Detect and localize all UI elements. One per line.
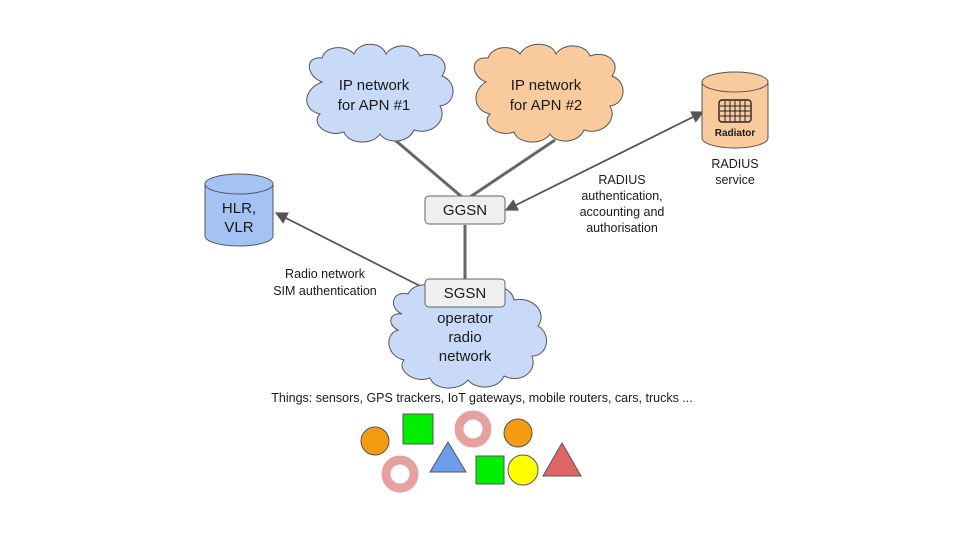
things-icons (360, 410, 582, 493)
sim-edge-label: Radio network SIM authentication (273, 267, 377, 298)
cloud-radio-network: operator radio network (388, 282, 547, 389)
ggsn-box (424, 195, 506, 225)
cloud-apn2-line1: IP network (511, 77, 582, 94)
yellow-circle-icon (507, 454, 539, 486)
things-caption: Things: sensors, GPS trackers, IoT gatew… (271, 391, 692, 405)
cloud-apn2-shape (473, 43, 624, 143)
cloud-apn1-shape (306, 43, 454, 143)
radius-label-line3: accounting and (580, 205, 665, 219)
sgsn-label: SGSN (444, 285, 487, 302)
link-apn1-ggsn (394, 138, 463, 199)
radius-service-line1: RADIUS (711, 157, 758, 171)
cloud-radio-line2: radio (448, 329, 481, 346)
cloud-apn2: IP network for APN #2 (473, 43, 624, 143)
green-square-icon (475, 455, 505, 485)
link-apn2-ggsn (469, 138, 556, 199)
radius-label-line4: authorisation (586, 221, 658, 235)
radiator-cylinder-top (701, 71, 769, 93)
cloud-radio-line3: network (439, 348, 492, 365)
green-square-icon (402, 413, 434, 445)
radius-service-line2: service (715, 173, 755, 187)
red-triangle-icon (542, 441, 582, 477)
blue-triangle-icon (429, 441, 467, 473)
pink-ring-icon (454, 410, 492, 448)
hlr-cylinder-top (204, 173, 274, 195)
hlr-vlr-database: HLR, VLR (204, 173, 274, 247)
sgsn-box (424, 278, 506, 308)
hlr-line2: VLR (224, 219, 253, 236)
cloud-apn2-line2: for APN #2 (510, 97, 583, 114)
radius-label-line2: authentication, (581, 189, 662, 203)
ggsn-node: GGSN (424, 195, 506, 225)
hlr-cylinder-body (204, 183, 274, 247)
sgsn-node: SGSN (424, 278, 506, 308)
hlr-line1: HLR, (222, 200, 256, 217)
radiator-logo-text: Radiator (715, 128, 756, 139)
sim-label-line1: Radio network (285, 267, 366, 281)
cloud-apn1-line2: for APN #1 (338, 97, 411, 114)
radius-label-line1: RADIUS (598, 173, 645, 187)
radiator-database: Radiator RADIUS service (701, 71, 769, 187)
orange-circle-icon (503, 418, 533, 448)
sim-label-line2: SIM authentication (273, 284, 377, 298)
arrow-ggsn-radiator (504, 111, 705, 211)
cloud-apn1-line1: IP network (339, 77, 410, 94)
cloud-apn1: IP network for APN #1 (306, 43, 454, 143)
radius-edge-label: RADIUS authentication, accounting and au… (580, 173, 665, 235)
radiator-grill-icon (718, 99, 752, 123)
arrow-sgsn-hlr (274, 212, 425, 289)
orange-circle-icon (360, 426, 390, 456)
ggsn-label: GGSN (443, 202, 487, 219)
cloud-radio-line1: operator (437, 310, 493, 327)
pink-ring-icon (381, 455, 419, 493)
